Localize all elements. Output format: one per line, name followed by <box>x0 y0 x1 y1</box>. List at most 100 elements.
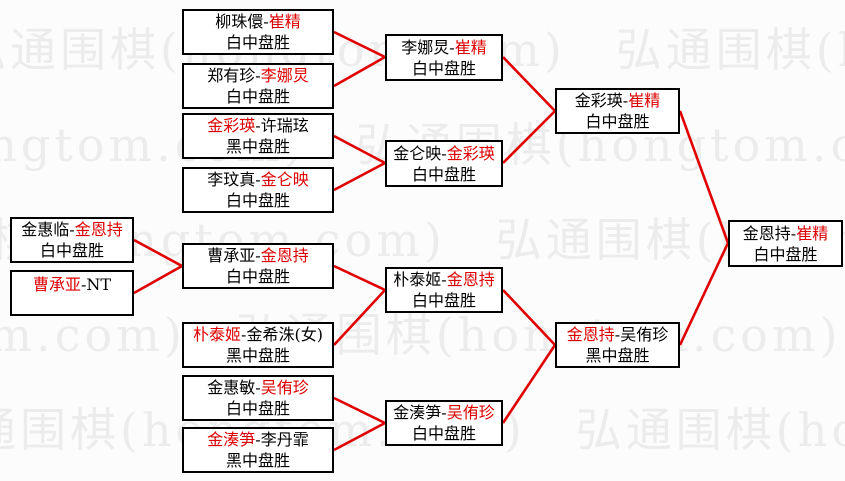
result-text: 白中盘胜 <box>225 87 290 106</box>
connector-line <box>333 161 386 192</box>
vs-dash: - <box>80 275 87 294</box>
match-box-r1-6: 朴泰姬-金希洙(女) 黑中盘胜 <box>182 322 334 368</box>
watermark-text: 弘通围棋(hongtom.com) 弘通围棋(hongtom.com) 弘通围棋… <box>0 308 845 362</box>
match-box-sf-1: 金彩瑛-崔精 白中盘胜 <box>555 88 680 134</box>
player2-name: 吴侑珍 <box>620 325 669 344</box>
connector-line <box>333 134 386 165</box>
result-text: 白中盘胜 <box>225 191 290 210</box>
player2-name: 金彩瑛 <box>446 143 495 163</box>
player2-name: 金希洙(女) <box>246 325 323 344</box>
vs-dash: - <box>449 37 455 57</box>
vs-dash: - <box>255 246 261 265</box>
player1-name: 金恩持 <box>742 223 791 243</box>
result-text: 白中盘胜 <box>225 33 290 52</box>
match-box-prelim-1: 金惠临-金恩持 白中盘胜 <box>10 217 134 263</box>
player1-name: 李娜炅 <box>401 37 450 57</box>
player2-name: 崔精 <box>268 12 301 31</box>
result-text: 白中盘胜 <box>225 399 290 418</box>
vs-dash: - <box>790 223 797 243</box>
connector-line <box>333 421 386 452</box>
player1-name: 曹承亚 <box>32 275 81 294</box>
connector-line <box>133 238 183 268</box>
player1-name: 李玟真 <box>207 170 256 189</box>
result-text: 白中盘胜 <box>225 267 290 286</box>
result-text: 黑中盘胜 <box>225 137 290 156</box>
player1-name: 金彩瑛 <box>574 91 623 110</box>
player2-name: 金恩持 <box>446 270 495 289</box>
result-text: 白中盘胜 <box>585 112 650 131</box>
result-text: 白中盘胜 <box>411 58 476 78</box>
vs-dash: - <box>263 12 269 31</box>
connector-line <box>333 264 386 292</box>
player2-name: 李娜炅 <box>260 66 309 85</box>
result-text: 白中盘胜 <box>411 424 476 443</box>
connector-line <box>678 110 730 244</box>
result-text: 黑中盘胜 <box>585 346 650 365</box>
player1-name: 金恩持 <box>566 325 615 344</box>
vs-dash: - <box>614 325 621 344</box>
player2-name: 崔精 <box>454 37 487 57</box>
vs-dash: - <box>255 116 261 135</box>
player2-name: 李丹霏 <box>260 430 309 449</box>
connector-line <box>502 110 556 164</box>
player1-name: 柳珠儇 <box>215 12 264 31</box>
match-box-r1-5: 曹承亚-金恩持 白中盘胜 <box>182 243 334 289</box>
result-text: 黑中盘胜 <box>225 451 290 470</box>
match-box-r1-7: 金惠敏-吴侑珍 白中盘胜 <box>182 375 334 421</box>
watermark-text: 弘通围棋(hongtom.com) 弘通围棋(hongtom.com) 弘通围棋… <box>0 213 845 267</box>
player2-name: 吴侑珍 <box>260 378 309 397</box>
player2-name: 金恩持 <box>74 220 123 239</box>
player2-name: 崔精 <box>628 91 661 110</box>
player1-name: 朴泰姬 <box>393 270 442 289</box>
connector-line <box>333 396 386 425</box>
match-box-sf-2: 金恩持-吴侑珍 黑中盘胜 <box>555 322 680 368</box>
vs-dash: - <box>255 378 261 397</box>
connector-line <box>502 289 556 346</box>
match-box-r2-4: 金湊笋-吴侑珍 白中盘胜 <box>385 400 503 446</box>
vs-dash: - <box>622 91 629 110</box>
player2-name: NT <box>86 275 112 294</box>
vs-dash: - <box>69 220 75 239</box>
match-box-r2-1: 李娜炅-崔精 白中盘胜 <box>385 34 503 81</box>
vs-dash: - <box>255 430 261 449</box>
player1-name: 金彩瑛 <box>207 116 256 135</box>
player2-name: 吴侑珍 <box>446 403 495 422</box>
player2-name: 许瑞玹 <box>260 116 309 135</box>
connector-line <box>333 55 386 88</box>
result-text: 白中盘胜 <box>39 241 104 260</box>
match-box-final: 金恩持-崔精 白中盘胜 <box>728 220 843 267</box>
player2-name: 金仑映 <box>260 170 309 189</box>
vs-dash: - <box>255 170 261 189</box>
match-box-r1-2: 郑有珍-李娜炅 白中盘胜 <box>182 63 334 109</box>
player1-name: 朴泰姬 <box>193 325 242 344</box>
player1-name: 金仑映 <box>393 143 442 163</box>
connector-line <box>501 344 557 424</box>
match-box-r1-1: 柳珠儇-崔精 白中盘胜 <box>182 9 334 55</box>
match-box-r2-2: 金仑映-金彩瑛 白中盘胜 <box>385 140 503 187</box>
vs-dash: - <box>255 66 261 85</box>
player2-name: 金恩持 <box>260 246 309 265</box>
connector-line <box>133 264 183 295</box>
player1-name: 曹承亚 <box>207 246 256 265</box>
result-text: 白中盘胜 <box>411 291 476 310</box>
connector-line <box>502 56 556 112</box>
vs-dash: - <box>441 143 447 163</box>
connector-line <box>678 242 730 346</box>
result-text: 白中盘胜 <box>753 244 818 264</box>
player1-name: 郑有珍 <box>207 66 256 85</box>
connector-line <box>333 30 386 59</box>
match-box-r2-3: 朴泰姬-金恩持 白中盘胜 <box>385 267 503 313</box>
match-box-r1-3: 金彩瑛-许瑞玹 黑中盘胜 <box>182 113 334 159</box>
vs-dash: - <box>441 270 447 289</box>
player1-name: 金惠敏 <box>207 378 256 397</box>
result-text: 黑中盘胜 <box>225 346 290 365</box>
player2-name: 崔精 <box>796 223 829 243</box>
player1-name: 金湊笋 <box>207 430 256 449</box>
vs-dash: - <box>241 325 247 344</box>
vs-dash: - <box>441 403 447 422</box>
match-box-prelim-2: 曹承亚-NT <box>10 270 134 316</box>
player1-name: 金湊笋 <box>393 403 442 422</box>
match-box-r1-8: 金湊笋-李丹霏 黑中盘胜 <box>182 427 334 473</box>
